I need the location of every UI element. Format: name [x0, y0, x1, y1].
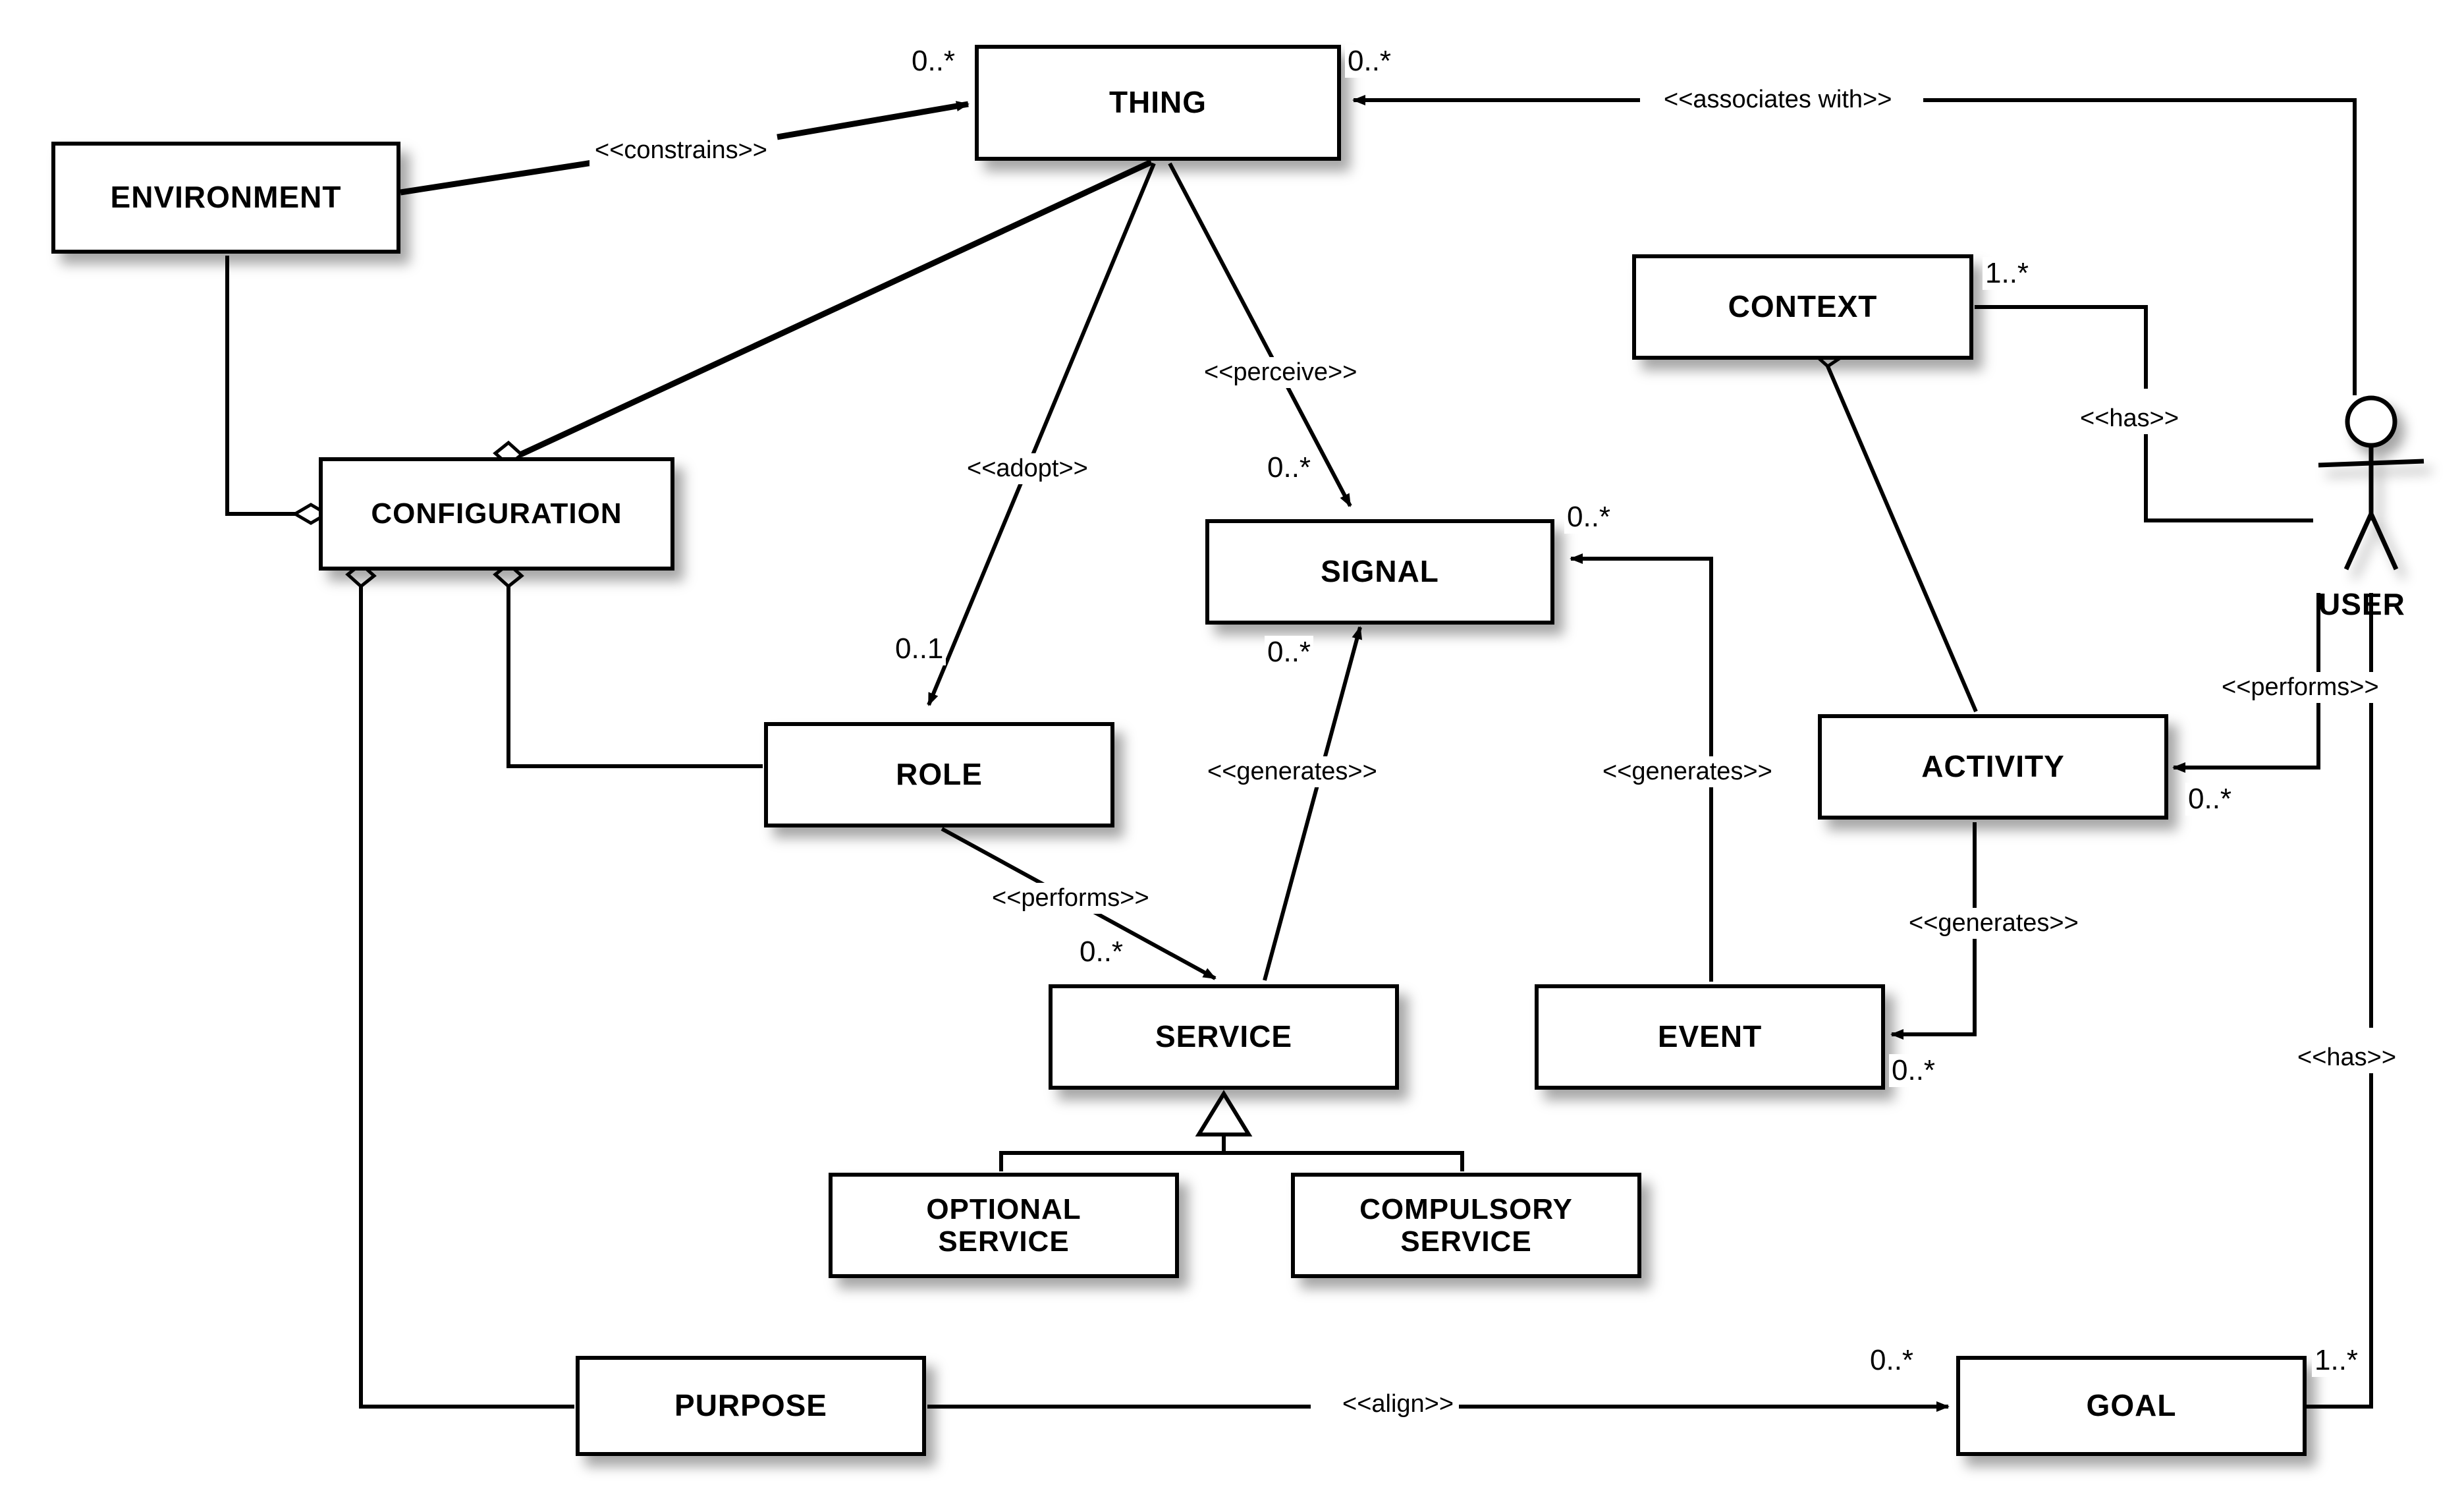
edge-configuration-role	[506, 586, 763, 768]
edge-context-user	[1975, 305, 2148, 389]
multiplicity-thing-right: 0..*	[1345, 45, 1394, 78]
stereotype-generates-signal: <<generates>>	[1202, 756, 1383, 787]
multiplicity-activity-right: 0..*	[2185, 783, 2235, 816]
stereotype-performs-role: <<performs>>	[987, 883, 1155, 914]
edge-activity-event	[1890, 822, 1977, 1040]
actor-arms	[2318, 459, 2424, 468]
stereotype-align: <<align>>	[1337, 1389, 1460, 1420]
edge-service-subclasses	[999, 1134, 1226, 1171]
multiplicity-adopt-source: 0..1	[892, 632, 946, 665]
edge-user-activity	[2172, 593, 2320, 773]
node-event[interactable]: EVENT	[1535, 984, 1885, 1090]
stereotype-perceive: <<perceive>>	[1199, 357, 1363, 388]
edge-thing-signal	[1168, 162, 1352, 507]
user-actor-figure	[2318, 395, 2424, 571]
multiplicity-generates-signal-source: 0..*	[1265, 636, 1314, 669]
multiplicity-signal-right: 0..*	[1564, 501, 1614, 534]
actor-user-label: USER	[2318, 587, 2405, 621]
node-environment[interactable]: ENVIRONMENT	[51, 142, 400, 254]
stereotype-associates-with: <<associates with>>	[1658, 84, 1898, 115]
edge-service-subclasses-2	[1224, 1151, 1464, 1171]
node-signal[interactable]: SIGNAL	[1205, 519, 1554, 625]
stereotype-constrains: <<constrains>>	[589, 135, 773, 166]
multiplicity-goal-right: 1..*	[2312, 1344, 2361, 1377]
stereotype-performs-user: <<performs>>	[2216, 672, 2384, 703]
node-purpose[interactable]: PURPOSE	[576, 1356, 926, 1456]
edge-thing-role	[927, 162, 1156, 706]
multiplicity-thing-left: 0..*	[909, 45, 958, 78]
node-thing[interactable]: THING	[975, 45, 1341, 161]
actor-leg-left	[2343, 513, 2374, 571]
generalization-triangle-service	[1195, 1090, 1253, 1136]
stereotype-adopt: <<adopt>>	[962, 453, 1093, 484]
edge-configuration-purpose	[359, 586, 574, 1409]
edge-environment-thing-2	[777, 101, 970, 140]
stereotype-has-context: <<has>>	[2075, 403, 2185, 434]
edge-service-signal	[1263, 626, 1363, 981]
node-activity[interactable]: ACTIVITY	[1818, 714, 2168, 820]
multiplicity-context-right: 1..*	[1983, 257, 2032, 290]
stereotype-generates-activity: <<generates>>	[1903, 908, 2084, 939]
edge-user-goal-2	[2307, 1061, 2373, 1409]
edge-user-thing	[1923, 98, 2357, 395]
node-service[interactable]: SERVICE	[1049, 984, 1399, 1090]
multiplicity-goal-left: 0..*	[1867, 1344, 1917, 1377]
stereotype-generates-event: <<generates>>	[1597, 756, 1778, 787]
edge-thing-configuration	[519, 159, 1153, 458]
edge-event-signal	[1570, 553, 1713, 982]
edge-context-user-2	[2144, 422, 2313, 522]
actor-leg-right	[2368, 513, 2399, 571]
stereotype-has-user-goal: <<has>>	[2292, 1042, 2402, 1073]
multiplicity-event-right: 0..*	[1889, 1054, 1938, 1087]
edge-environment-configuration	[225, 256, 295, 516]
node-configuration[interactable]: CONFIGURATION	[319, 457, 674, 571]
node-role[interactable]: ROLE	[764, 722, 1114, 827]
actor-head	[2345, 395, 2397, 448]
node-goal[interactable]: GOAL	[1956, 1356, 2307, 1456]
multiplicity-performs-source: 0..*	[1077, 936, 1126, 968]
multiplicity-perceive-source: 0..*	[1265, 451, 1314, 484]
edge-context-activity	[1826, 365, 1978, 713]
node-context[interactable]: CONTEXT	[1632, 254, 1973, 360]
